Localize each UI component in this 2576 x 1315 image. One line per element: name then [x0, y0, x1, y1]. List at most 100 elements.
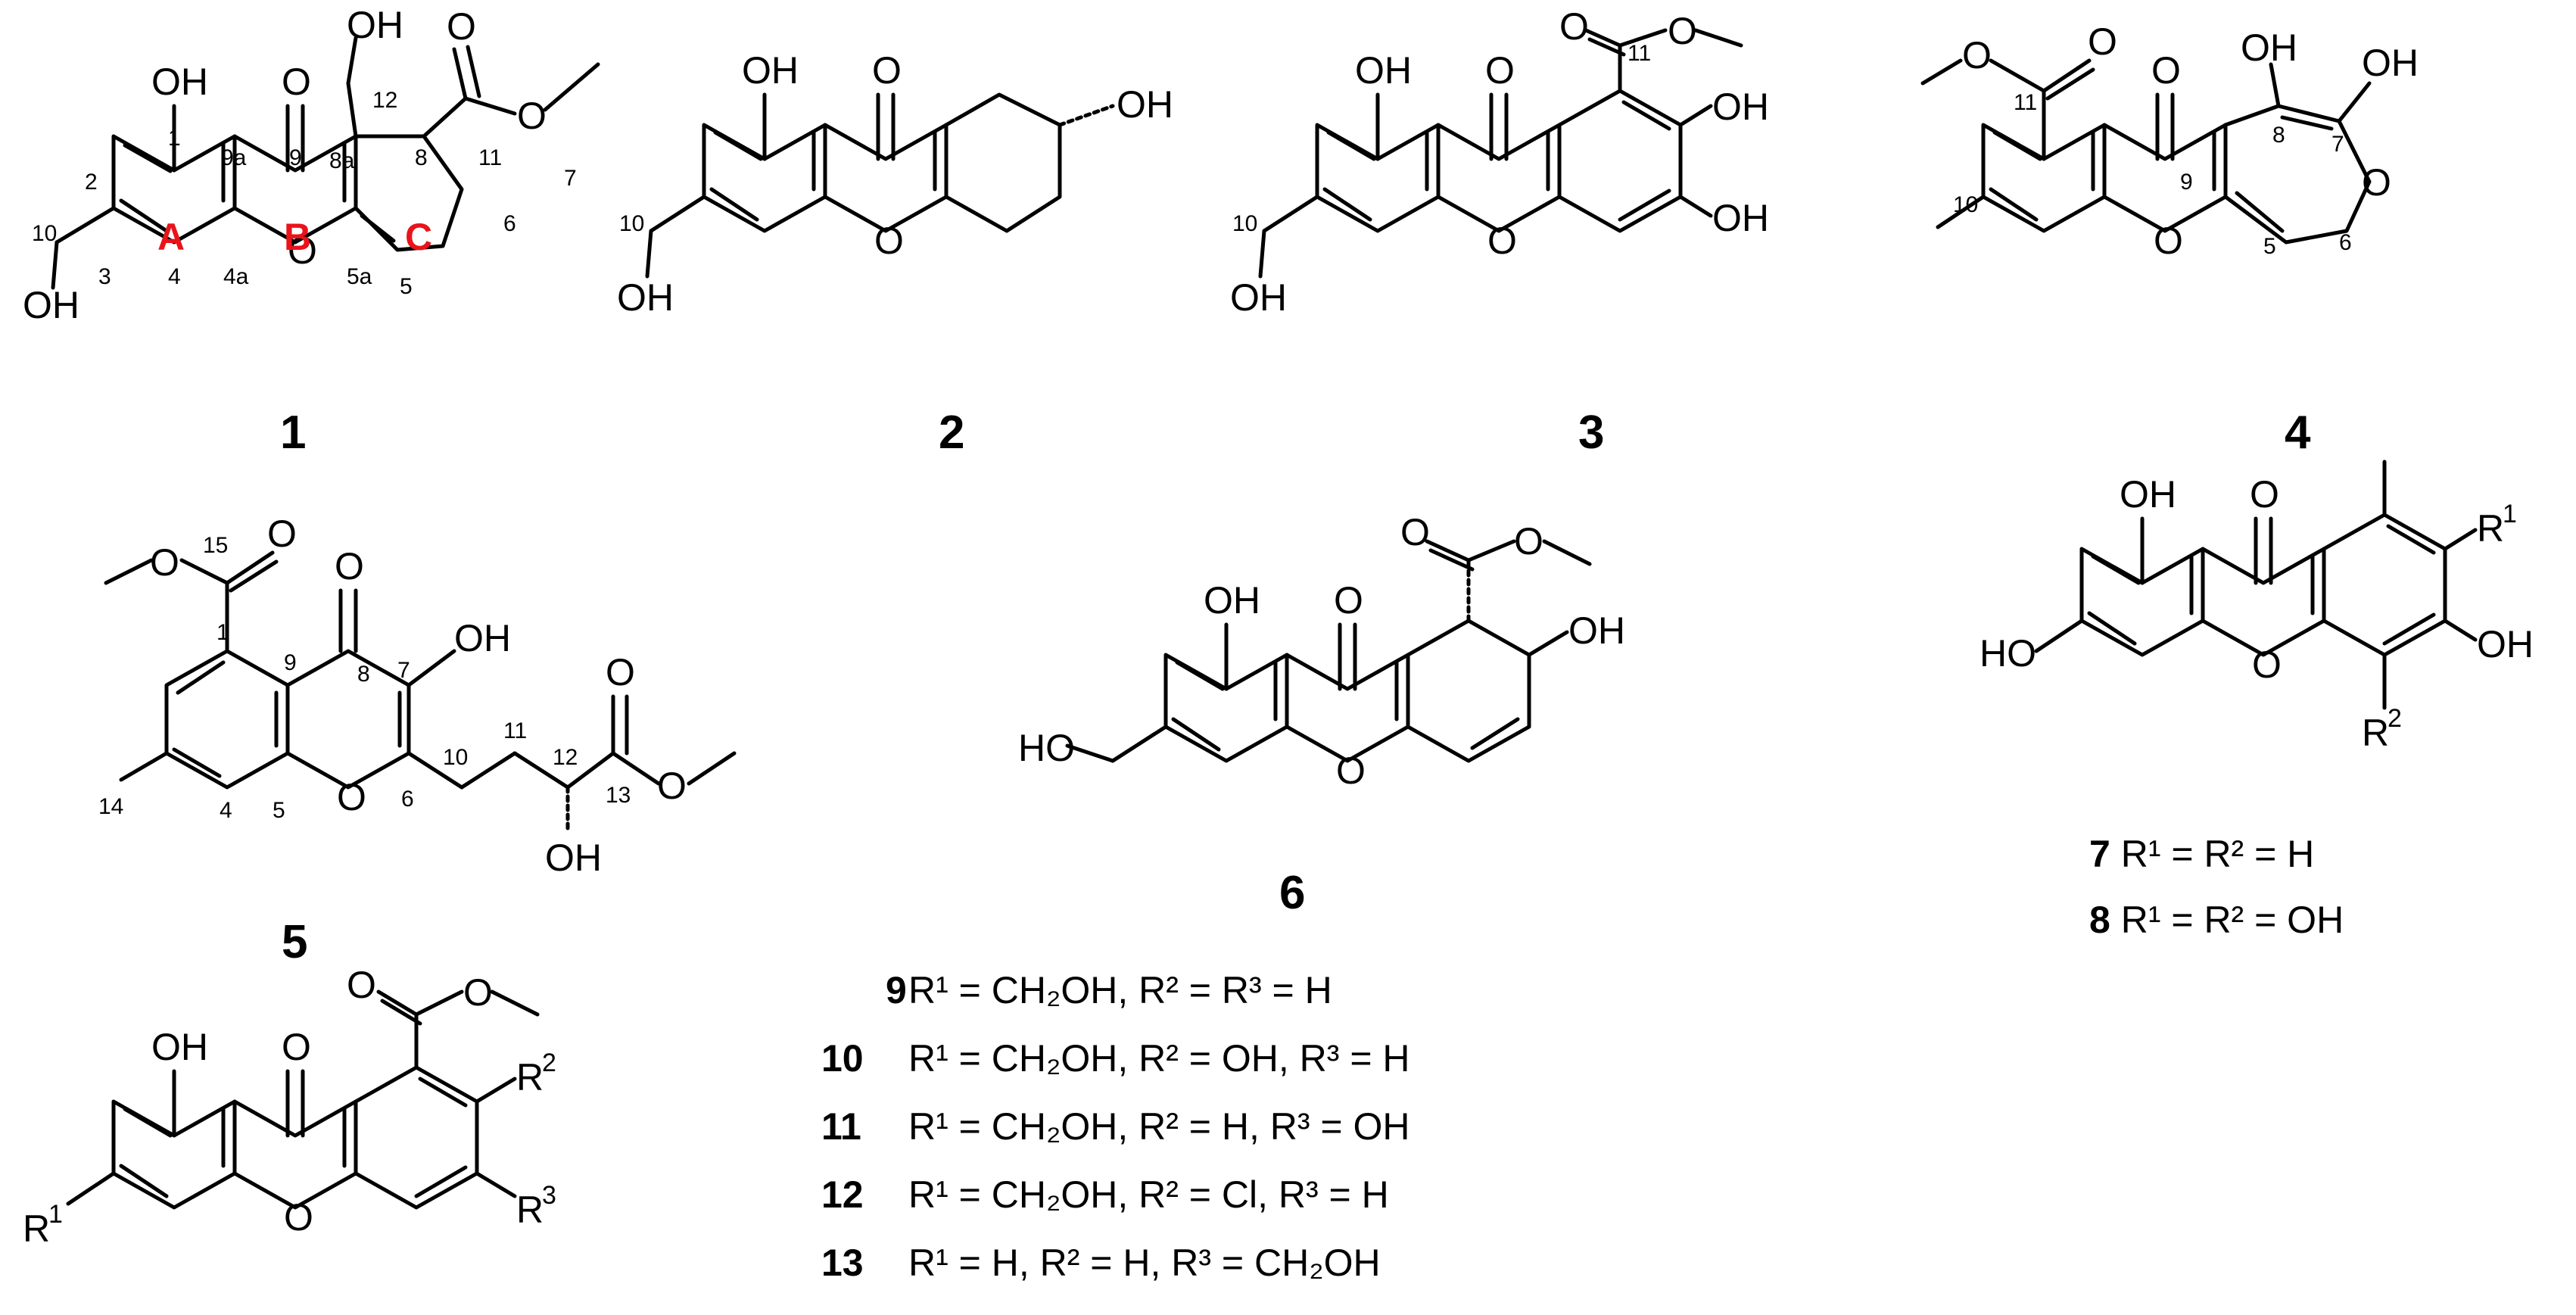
compound-1-atom-oh-top: OH: [151, 61, 208, 103]
compound-1-num-7: 7: [564, 166, 577, 191]
compound-7-8-bonds: [2034, 460, 2478, 710]
compound-3-atom-o-ester2: O: [1668, 10, 1697, 52]
compound-4-num-9: 9: [2180, 170, 2193, 195]
compound-5-num-13: 13: [606, 783, 631, 808]
compound-9-13-atom-o-bridge: O: [284, 1196, 313, 1239]
compound-8-legend-text: R¹ = R² = OH: [2110, 899, 2344, 941]
compound-9-13-atom-o-ester2: O: [463, 971, 493, 1014]
compound-9-legend-text: R¹ = CH₂OH, R² = R³ = H: [908, 969, 1332, 1011]
compound-13-legend: 13 R¹ = H, R² = H, R³ = CH₂OH: [821, 1242, 1381, 1284]
compound-1-atom-o-keto: O: [282, 61, 311, 103]
compound-10-legend: 10 R¹ = CH₂OH, R² = OH, R³ = H: [821, 1037, 1410, 1080]
compound-3-bonds: [1258, 28, 1743, 279]
compound-3-atom-o-ester: O: [1559, 5, 1589, 48]
compound-8-legend: 8 R¹ = R² = OH: [2089, 899, 2344, 941]
compound-2-num-10: 10: [619, 211, 644, 236]
compound-9-legend-id: 9: [886, 969, 907, 1011]
compound-6-atom-oh-right: OH: [1568, 609, 1625, 652]
compound-11-legend: 11 R¹ = CH₂OH, R² = H, R³ = OH: [821, 1105, 1410, 1148]
compound-4-atom-o-ester: O: [2088, 20, 2117, 63]
compound-2-atom-o-keto: O: [872, 49, 902, 92]
compound-4-num-5: 5: [2263, 234, 2276, 259]
compound-1-num-3: 3: [98, 264, 111, 289]
compound-11-legend-id: 11: [821, 1105, 861, 1148]
compound-4-atom-o-keto: O: [2151, 49, 2181, 92]
compound-5: O O O OH O O O OH 1 4 5 6 7 8 9 10 11 12…: [98, 513, 737, 968]
compound-6-id: 6: [1279, 867, 1305, 919]
compound-3-atom-oh-bottom: OH: [1230, 276, 1287, 319]
compound-9-13-bonds: [66, 989, 540, 1210]
compound-5-bonds: [104, 550, 737, 835]
compound-5-num-15: 15: [203, 533, 228, 558]
compound-13-legend-text: R¹ = H, R² = H, R³ = CH₂OH: [908, 1242, 1381, 1284]
compound-1-num-9a: 9a: [221, 145, 247, 170]
compound-1-num-5: 5: [400, 274, 413, 299]
compound-7-8-atom-o-keto: O: [2250, 473, 2279, 516]
compound-6-atom-o-ester: O: [1400, 511, 1430, 553]
compound-8-legend-id: 8: [2089, 899, 2110, 941]
compound-4-num-8: 8: [2272, 123, 2285, 148]
compound-1-atom-o-ring: O: [517, 95, 547, 137]
compound-5-num-9: 9: [284, 650, 297, 675]
compound-1-atom-o-ester: O: [447, 5, 476, 48]
compound-9-legend: 9R¹ = CH₂OH, R² = R³ = H: [886, 969, 1332, 1011]
compound-2-bonds: [645, 92, 1115, 279]
compound-9-13-atom-r1: R: [23, 1207, 50, 1250]
compound-5-atom-oh-7: OH: [454, 617, 511, 659]
compound-4-atom-oh-b: OH: [2362, 42, 2419, 84]
compound-1-num-8a: 8a: [329, 148, 355, 173]
compound-1-ring-a: A: [157, 216, 185, 258]
compound-12-legend-id: 12: [821, 1173, 864, 1216]
compound-6: O O OH O OH HO O 6: [1018, 511, 1625, 919]
compound-7-legend-text: R¹ = R² = H: [2110, 833, 2314, 875]
compound-7-8-atom-r1: R: [2477, 507, 2504, 550]
compound-4-id: 4: [2285, 407, 2311, 459]
compound-5-atom-o-13a: O: [606, 651, 635, 693]
compound-1-num-11: 11: [478, 145, 502, 170]
compound-5-num-4: 4: [220, 798, 232, 823]
compound-1-num-8: 8: [415, 145, 428, 170]
compound-2-id: 2: [939, 407, 964, 459]
compound-5-num-7: 7: [397, 658, 410, 683]
compound-5-atom-o-ester2: O: [150, 541, 179, 584]
compound-9-13-atom-oh-top: OH: [151, 1026, 208, 1068]
compound-13-legend-id: 13: [821, 1242, 864, 1284]
compound-1-num-6: 6: [503, 211, 516, 236]
compound-5-atom-o-13b: O: [657, 765, 687, 807]
compound-4-bonds: [1920, 58, 2372, 245]
compound-5-num-1: 1: [216, 620, 229, 645]
compound-3-atom-oh-r2: OH: [1712, 197, 1769, 239]
compound-2: OH O OH O OH 10 2: [617, 49, 1173, 459]
compound-10-legend-text: R¹ = CH₂OH, R² = OH, R³ = H: [908, 1037, 1410, 1080]
compound-9-13-atom-o-ester: O: [347, 964, 376, 1006]
compound-3-num-11: 11: [1628, 41, 1651, 66]
compound-5-num-5: 5: [273, 798, 285, 823]
compound-5-atom-o-ester: O: [267, 513, 297, 555]
compound-3-atom-o-keto: O: [1485, 49, 1515, 92]
compound-11-legend-text: R¹ = CH₂OH, R² = H, R³ = OH: [908, 1105, 1410, 1148]
compound-3-id: 3: [1578, 407, 1604, 459]
compound-9-13-atom-r2: R: [516, 1056, 544, 1098]
compound-1-id: 1: [280, 407, 306, 459]
compound-1-atom-oh-bottom: OH: [23, 284, 79, 326]
compound-10-legend-id: 10: [821, 1037, 864, 1080]
compound-1-num-5a: 5a: [347, 264, 372, 289]
compound-4-num-11: 11: [2014, 90, 2037, 115]
compound-1-num-2: 2: [85, 170, 98, 195]
compound-6-bonds: [1065, 539, 1592, 763]
compound-5-num-11: 11: [503, 718, 527, 743]
compound-5-num-6: 6: [401, 787, 414, 812]
compound-7-8-atom-ho-left: HO: [1980, 632, 2036, 675]
compound-9-13-atom-r3: R: [516, 1189, 544, 1231]
compound-12-legend-text: R¹ = CH₂OH, R² = Cl, R³ = H: [908, 1173, 1389, 1216]
compound-1-num-10: 10: [32, 221, 57, 246]
compound-4-atom-o-ester2: O: [1962, 34, 1992, 76]
compound-5-atom-oh-12: OH: [545, 837, 602, 879]
compound-12-legend: 12 R¹ = CH₂OH, R² = Cl, R³ = H: [821, 1173, 1389, 1216]
compound-7-8-atom-oh-top: OH: [2120, 473, 2176, 516]
compound-3-atom-oh-r1: OH: [1712, 86, 1769, 128]
compound-2-atom-oh-right: OH: [1117, 83, 1173, 126]
compound-1-num-12: 12: [372, 88, 397, 113]
